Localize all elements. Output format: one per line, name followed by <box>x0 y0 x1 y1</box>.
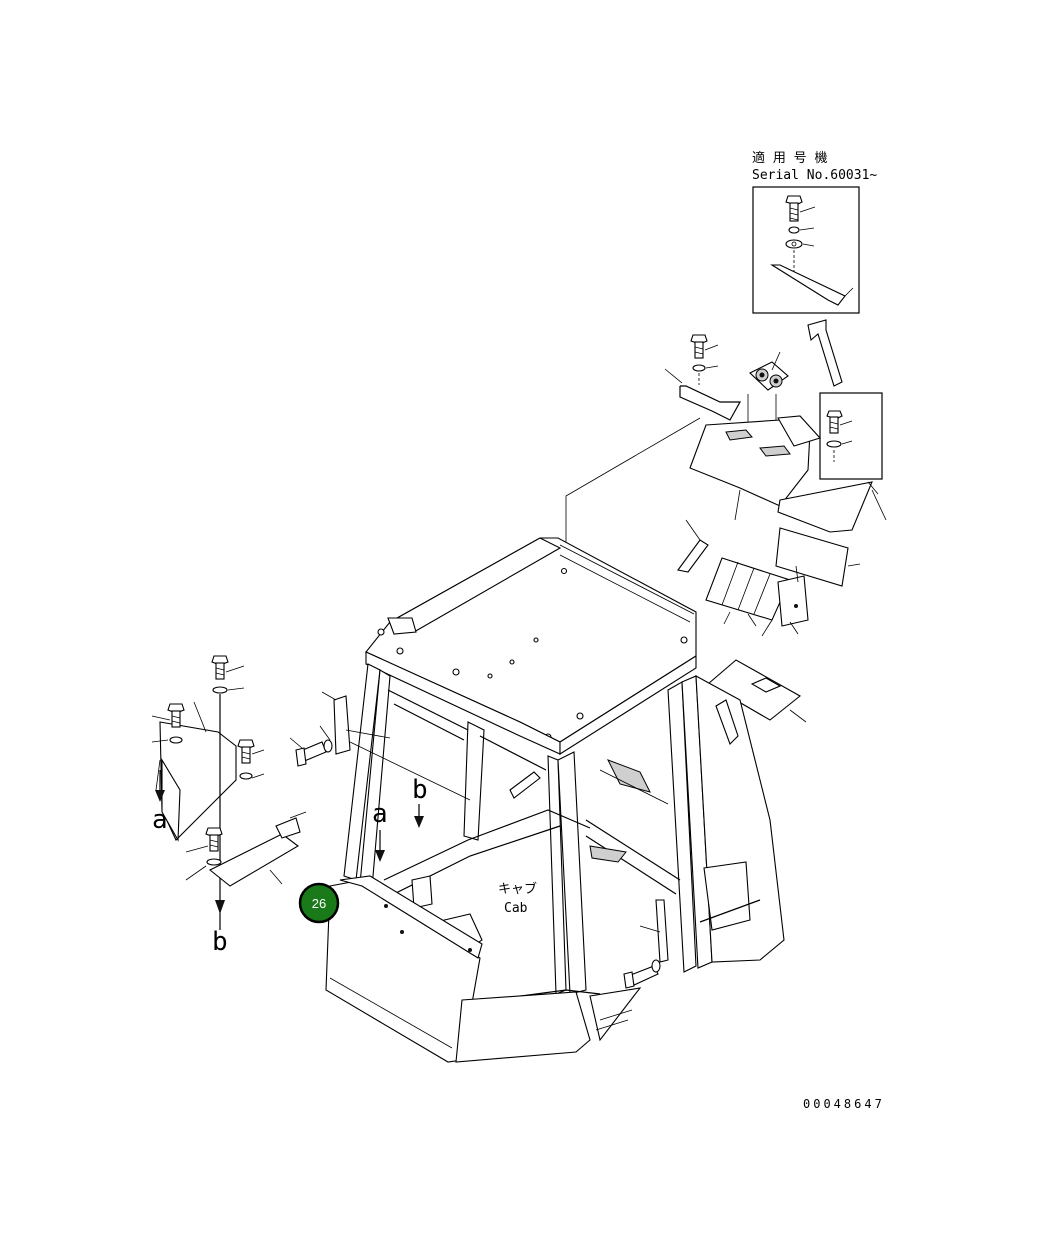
inset-bracket-icon <box>770 264 846 306</box>
arrow-a-center-icon <box>375 850 385 862</box>
view-letter-a-left: a <box>152 805 168 835</box>
view-letter-b-left: b <box>212 927 228 957</box>
view-letter-a-center: a <box>372 799 388 829</box>
applicability-serial: Serial No.60031~ <box>752 168 877 183</box>
left-lower-plate <box>208 811 307 887</box>
inset-detail-box <box>752 186 860 314</box>
right-lower-bolt <box>623 899 669 989</box>
applicability-title: 適 用 号 機 <box>752 150 827 166</box>
speaker-pair-icon <box>747 351 789 445</box>
cab-roof <box>365 537 697 743</box>
inset-bolt-icon <box>785 195 816 222</box>
callout-badge-26[interactable]: 26 <box>298 882 340 924</box>
drawing-number: 00048647 <box>803 1097 885 1111</box>
roof-cover-panel <box>777 481 873 533</box>
arrow-a-left-icon <box>155 790 165 802</box>
left-bolt-top <box>211 655 245 930</box>
left-bolt-right <box>237 739 265 780</box>
arrow-b-left-icon <box>215 900 225 914</box>
left-bolt-side <box>151 703 185 744</box>
left-bolt-lower <box>185 827 223 881</box>
inset-washer-icon <box>785 239 803 249</box>
left-upper-cover <box>155 701 237 842</box>
cab-label-jp: キャブ <box>498 881 537 897</box>
cab-label-en: Cab <box>504 901 528 916</box>
pedal-plate <box>589 845 627 863</box>
roof-detail-box <box>819 392 883 480</box>
roof-bracket <box>679 385 742 421</box>
mat-panel <box>707 659 807 723</box>
roof-console <box>689 415 821 521</box>
roof-trim-piece <box>677 539 709 573</box>
cab-assembly <box>325 537 785 1063</box>
side-cover-panel <box>775 527 849 587</box>
callout-circle[interactable] <box>298 882 340 924</box>
inset-direction-arrow-icon <box>807 319 843 387</box>
left-mirror-bracket <box>319 691 471 801</box>
view-letter-b-center: b <box>412 775 428 805</box>
roof-bolt-group <box>664 334 719 385</box>
left-mount-bolt <box>289 737 333 767</box>
arrow-b-center-icon <box>414 816 424 828</box>
inset-lockwasher-icon <box>788 226 800 234</box>
vent-louver-assembly <box>705 557 809 637</box>
callout-number[interactable]: 26 <box>312 896 326 911</box>
